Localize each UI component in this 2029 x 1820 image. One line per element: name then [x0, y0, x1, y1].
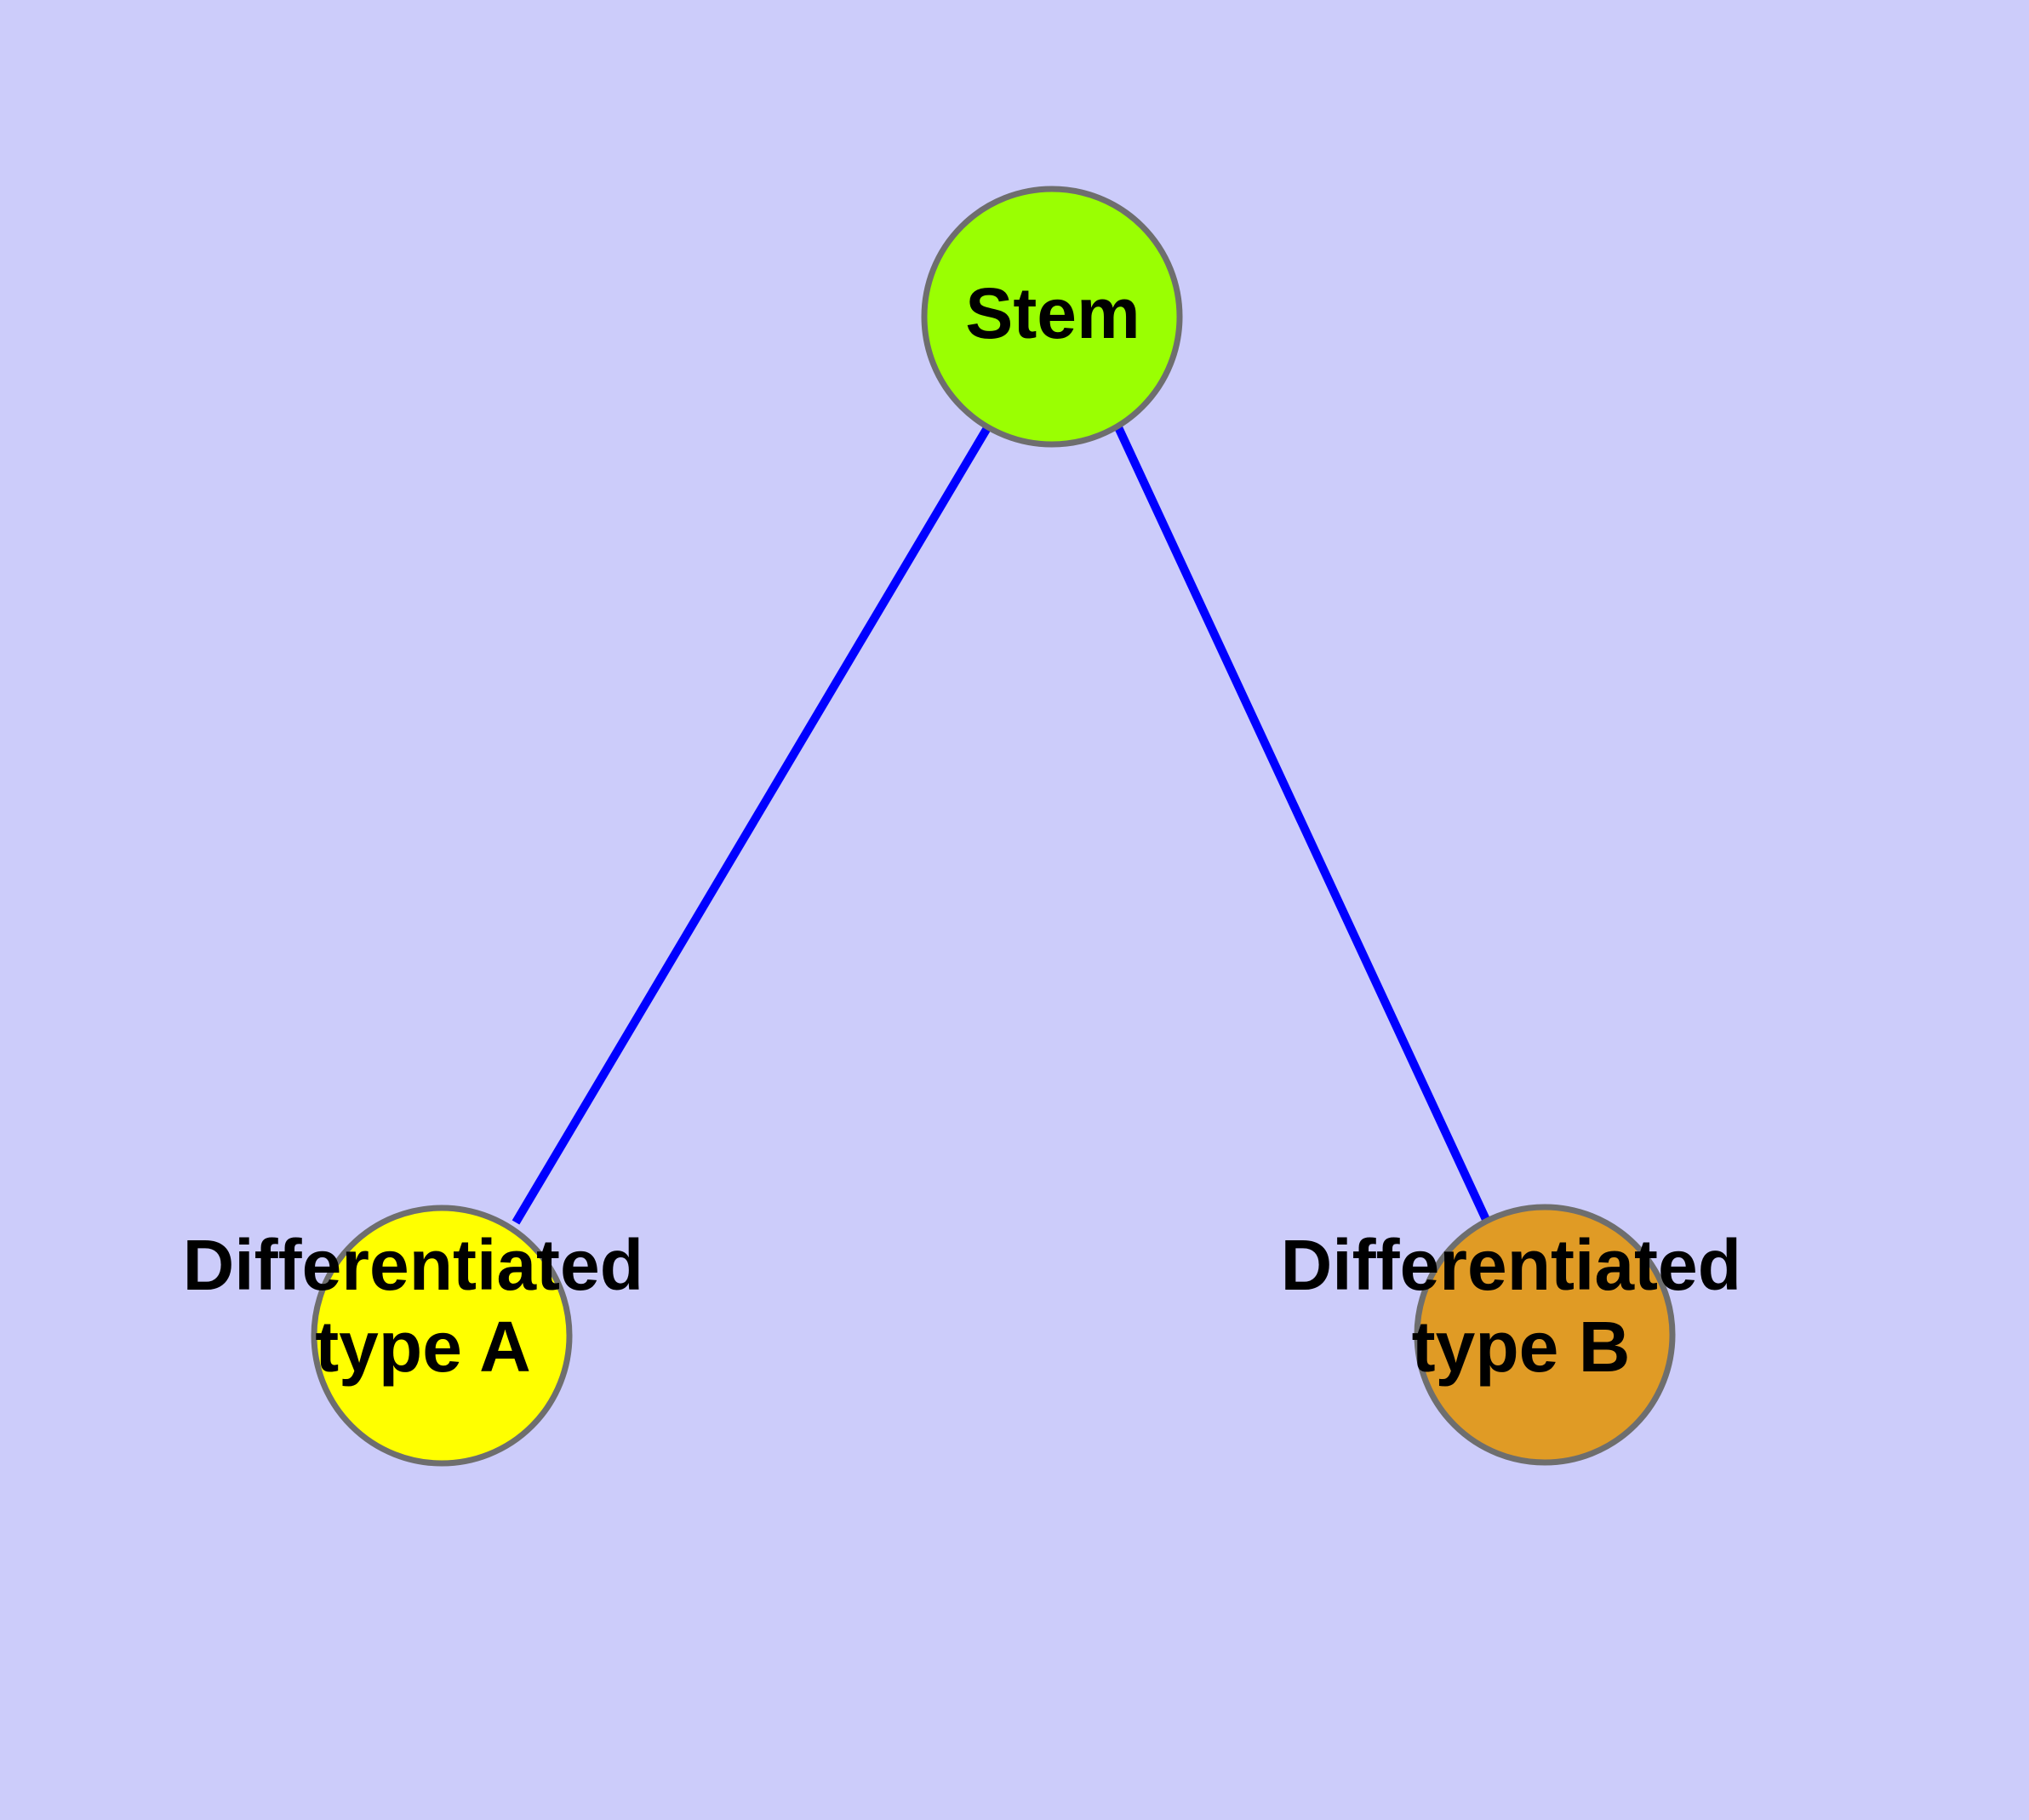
node-differentiated-type-b[interactable] — [1414, 1204, 1676, 1466]
node-label-stem: Stem — [965, 273, 1140, 353]
node-label-type-a-line1: Differentiated — [183, 1225, 643, 1305]
edge-stem-to-type-b[interactable] — [1114, 425, 1492, 1226]
edge-stem-to-type-a[interactable] — [512, 424, 992, 1225]
node-stem[interactable] — [921, 186, 1183, 448]
edges-layer — [512, 424, 1492, 1226]
node-label-differentiated-type-a: Differentiated type A — [183, 1225, 664, 1387]
node-label-differentiated-type-b: Differentiated type B — [1281, 1225, 1762, 1387]
node-label-type-b-line1: Differentiated — [1281, 1225, 1741, 1305]
node-label-stem-line1: Stem — [965, 273, 1140, 353]
node-label-type-b-line2: type B — [1412, 1307, 1631, 1387]
node-label-type-a-line2: type A — [315, 1307, 531, 1387]
nodes-layer — [311, 186, 1676, 1467]
labels-layer: Stem Differentiated type A Differentiate… — [183, 273, 1762, 1387]
node-differentiated-type-a[interactable] — [311, 1205, 573, 1467]
